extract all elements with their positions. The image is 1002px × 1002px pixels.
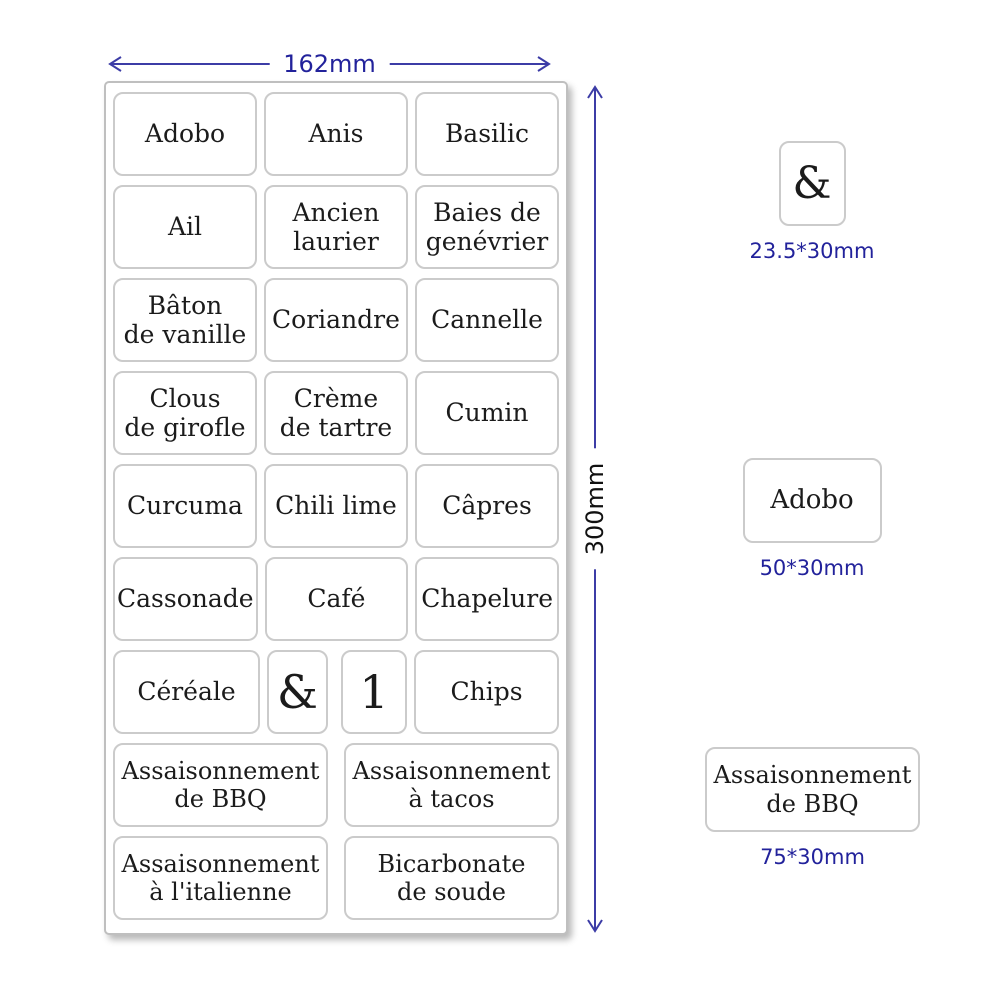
sheet-row: Assaisonnement à l'italienne Bicarbonate…	[113, 836, 559, 920]
sample-label-wide-size: 75*30mm	[760, 845, 865, 869]
label-cell-number-1: 1	[341, 650, 407, 734]
label-cell-basilic: Basilic	[415, 92, 559, 176]
label-cell-curcuma: Curcuma	[113, 464, 257, 548]
label-cell-bicarbonate-de-soude: Bicarbonate de soude	[344, 836, 559, 920]
label-cell-capres: Câpres	[415, 464, 559, 548]
width-dimension: 162mm	[107, 52, 552, 76]
height-dimension: 300mm	[581, 84, 609, 934]
label-cell-cumin: Cumin	[415, 371, 559, 455]
label-cell-ampersand: &	[267, 650, 328, 734]
sheet-row: Ail Ancien laurier Baies de genévrier	[113, 185, 559, 269]
sheet-row: Bâton de vanille Coriandre Cannelle	[113, 278, 559, 362]
sample-label-small: & 23.5*30mm	[738, 141, 886, 262]
sample-label-small-box: &	[778, 141, 846, 226]
label-cell-chapelure: Chapelure	[415, 557, 559, 641]
height-dimension-label: 300mm	[581, 448, 609, 570]
label-cell-coriandre: Coriandre	[264, 278, 408, 362]
sample-label-small-size: 23.5*30mm	[749, 239, 875, 263]
label-cell-assaisonnement-de-bbq: Assaisonnement de BBQ	[113, 743, 328, 827]
label-cell-baies-de-genevrier: Baies de genévrier	[415, 185, 559, 269]
sheet-row: Assaisonnement de BBQ Assaisonnement à t…	[113, 743, 559, 827]
sample-label-wide-box: Assaisonnement de BBQ	[705, 747, 920, 832]
label-cell-creme-de-tartre: Crème de tartre	[264, 371, 408, 455]
label-cell-cassonade: Cassonade	[113, 557, 258, 641]
label-cell-anis: Anis	[264, 92, 408, 176]
label-cell-ail: Ail	[113, 185, 257, 269]
sample-label-medium-box: Adobo	[742, 458, 882, 543]
sample-label-wide: Assaisonnement de BBQ 75*30mm	[705, 747, 920, 868]
label-cell-ancien-laurier: Ancien laurier	[264, 185, 408, 269]
label-cell-chili-lime: Chili lime	[264, 464, 408, 548]
sheet-row: Céréale & 1 Chips	[113, 650, 559, 734]
label-cell-chips: Chips	[414, 650, 559, 734]
label-cell-clous-de-girofle: Clous de girofle	[113, 371, 257, 455]
sheet-row: Cassonade Café Chapelure	[113, 557, 559, 641]
width-dimension-label: 162mm	[269, 52, 390, 76]
sheet-row: Curcuma Chili lime Câpres	[113, 464, 559, 548]
sheet-row: Clous de girofle Crème de tartre Cumin	[113, 371, 559, 455]
sheet-row: Adobo Anis Basilic	[113, 92, 559, 176]
label-cell-assaisonnement-a-l-italienne: Assaisonnement à l'italienne	[113, 836, 328, 920]
label-cell-cannelle: Cannelle	[415, 278, 559, 362]
sample-label-medium: Adobo 50*30mm	[737, 458, 887, 579]
label-cell-adobo: Adobo	[113, 92, 257, 176]
label-sheet: Adobo Anis Basilic Ail Ancien laurier Ba…	[104, 81, 568, 935]
label-cell-cereale: Céréale	[113, 650, 260, 734]
label-cell-baton-de-vanille: Bâton de vanille	[113, 278, 257, 362]
sample-label-medium-size: 50*30mm	[759, 556, 865, 580]
label-cell-cafe: Café	[264, 557, 409, 641]
label-cell-assaisonnement-a-tacos: Assaisonnement à tacos	[344, 743, 559, 827]
